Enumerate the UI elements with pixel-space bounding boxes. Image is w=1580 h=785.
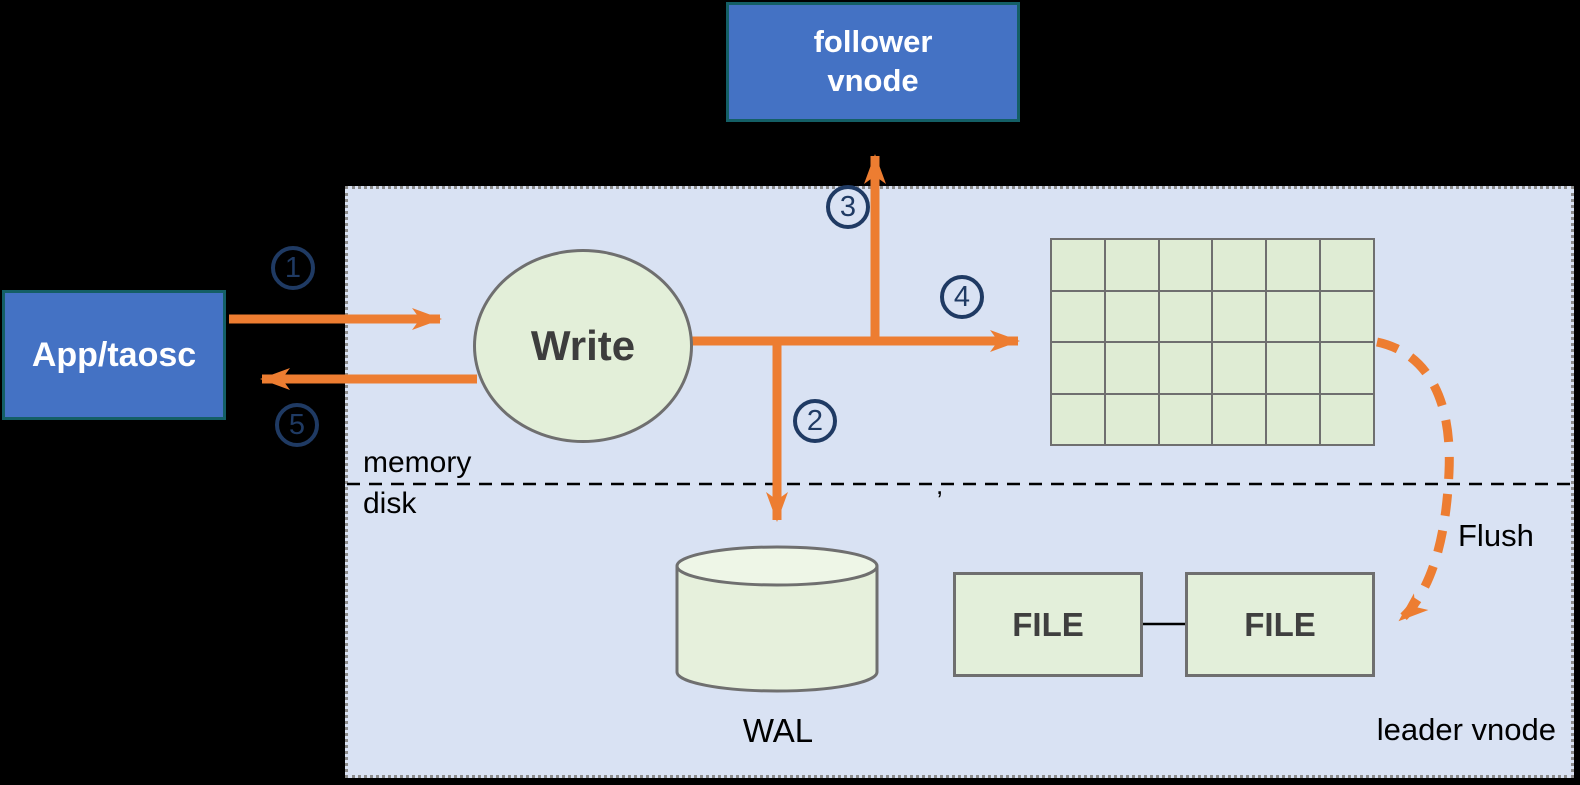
memtable-cell: [1104, 290, 1159, 342]
memory-label: memory: [363, 446, 472, 479]
write-node: Write: [473, 249, 693, 443]
app-taosc-label: App/taosc: [31, 335, 197, 374]
memtable-cell: [1051, 342, 1105, 394]
memtable-cell: [1212, 393, 1267, 445]
memtable-grid: [1050, 238, 1375, 446]
memtable-cell: [1051, 393, 1105, 445]
step-badge-1: 1: [271, 246, 315, 290]
follower-vnode-label: follower vnode: [813, 24, 933, 98]
memtable-cell: [1158, 342, 1213, 394]
app-taosc-box: App/taosc: [2, 290, 226, 420]
memtable-cell: [1212, 290, 1267, 342]
memtable-cell: [1266, 290, 1321, 342]
file-label: FILE: [1244, 605, 1316, 643]
memtable-cell: [1104, 393, 1159, 445]
flush-label: Flush: [1458, 518, 1534, 553]
memtable-cell: [1051, 290, 1105, 342]
memtable-cell: [1266, 393, 1321, 445]
memtable-cell: [1104, 342, 1159, 394]
memtable-cell: [1320, 290, 1374, 342]
memtable-cell: [1266, 239, 1321, 291]
step-badge-3: 3: [826, 185, 870, 229]
stray-comma: ,: [936, 470, 944, 500]
step-badge-2: 2: [793, 399, 837, 443]
memtable-cell: [1266, 342, 1321, 394]
write-label: Write: [530, 322, 636, 369]
memtable-cell: [1051, 239, 1105, 291]
wal-label: WAL: [742, 712, 814, 749]
memtable-cell: [1212, 342, 1267, 394]
step-badge-4: 4: [940, 275, 984, 319]
memtable-cell: [1320, 239, 1374, 291]
memtable-cell: [1104, 239, 1159, 291]
disk-label: disk: [363, 487, 417, 520]
file-label: FILE: [1012, 605, 1084, 643]
memtable-cell: [1320, 393, 1374, 445]
memtable-cell: [1212, 239, 1267, 291]
memtable-cell: [1158, 393, 1213, 445]
follower-vnode-box: follower vnode: [726, 2, 1020, 122]
leader-vnode-label: leader vnode: [1376, 712, 1556, 747]
memtable-cell: [1320, 342, 1374, 394]
step-badge-5: 5: [275, 403, 319, 447]
file-box-1: FILE: [953, 572, 1143, 677]
memtable-cell: [1158, 239, 1213, 291]
file-box-2: FILE: [1185, 572, 1375, 677]
memtable-cell: [1158, 290, 1213, 342]
